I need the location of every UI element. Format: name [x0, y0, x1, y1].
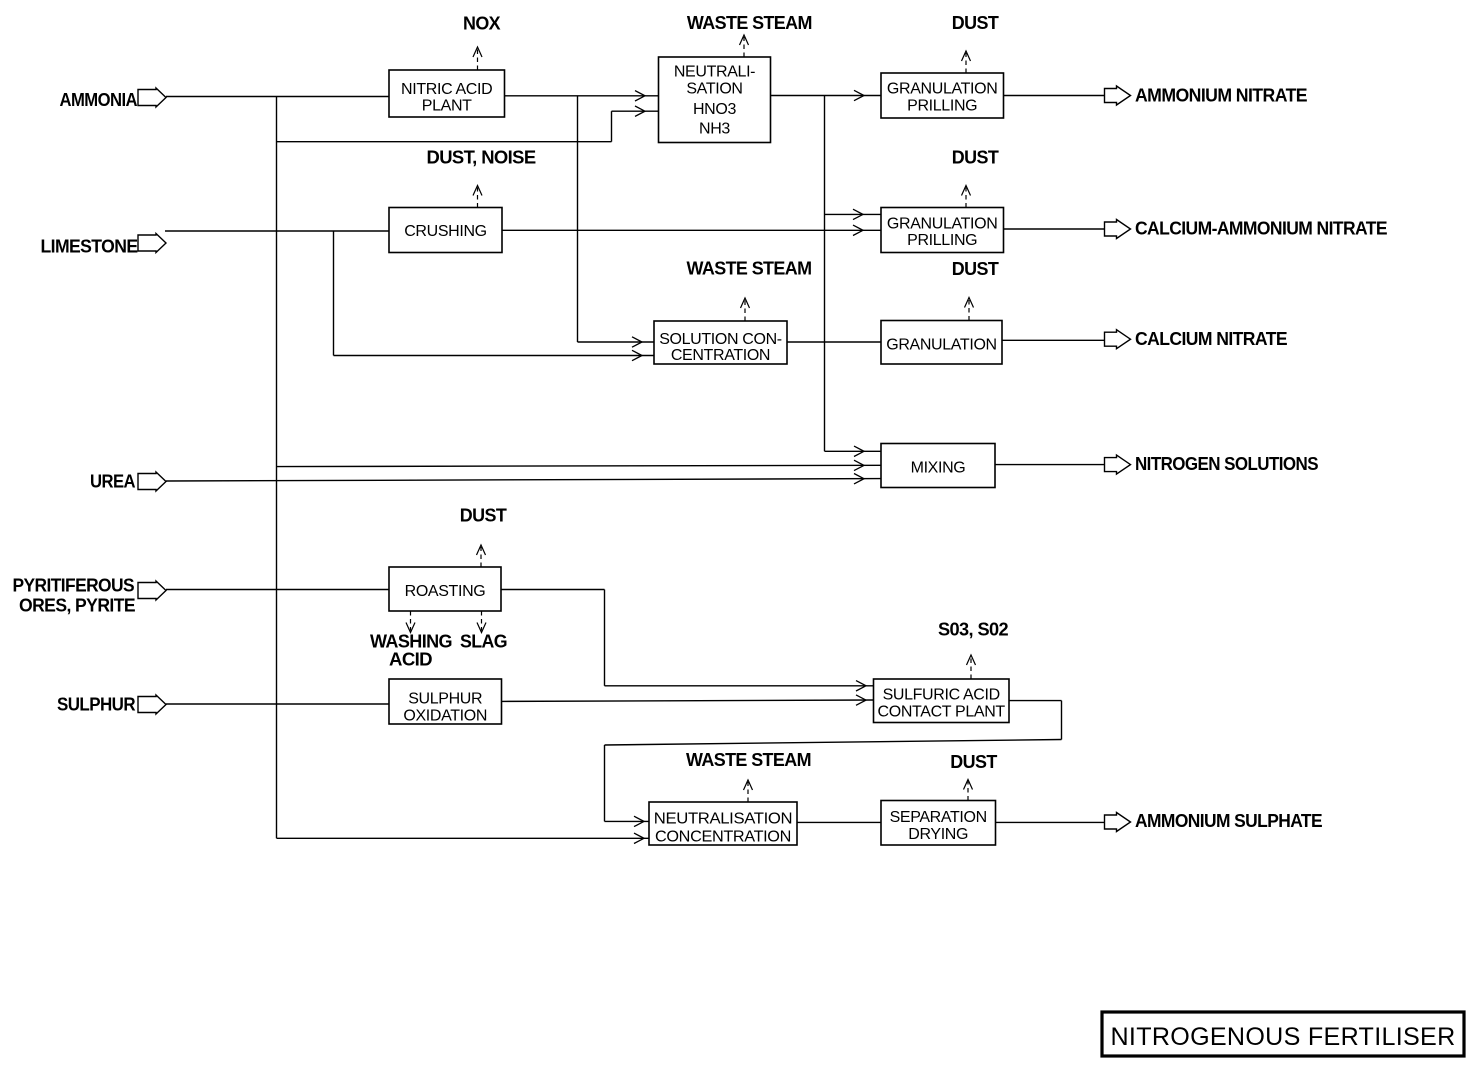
svg-text:DUST: DUST [950, 752, 997, 772]
svg-text:NITROGENOUS FERTILISER: NITROGENOUS FERTILISER [1111, 1023, 1456, 1051]
svg-text:AMMONIA: AMMONIA [60, 90, 138, 110]
svg-text:NITROGEN SOLUTIONS: NITROGEN SOLUTIONS [1135, 454, 1319, 474]
svg-text:GRANULATION: GRANULATION [886, 337, 997, 354]
svg-text:ACID: ACID [389, 650, 433, 670]
svg-text:CONCENTRATION: CONCENTRATION [655, 829, 791, 846]
svg-text:S03, S02: S03, S02 [938, 620, 1009, 640]
svg-text:UREA: UREA [90, 472, 136, 492]
svg-text:ROASTING: ROASTING [405, 583, 486, 600]
svg-text:AMMONIUM SULPHATE: AMMONIUM SULPHATE [1135, 811, 1323, 831]
svg-text:DUST: DUST [952, 259, 999, 279]
svg-text:MIXING: MIXING [911, 460, 966, 477]
svg-text:PRILLING: PRILLING [907, 97, 977, 114]
svg-text:HNO3: HNO3 [693, 101, 737, 118]
svg-text:NITRIC ACID: NITRIC ACID [401, 81, 492, 98]
svg-text:GRANULATION: GRANULATION [887, 80, 998, 97]
svg-text:DRYING: DRYING [908, 826, 968, 843]
svg-text:SATION: SATION [686, 80, 742, 97]
svg-text:SOLUTION CON-: SOLUTION CON- [659, 331, 782, 348]
svg-text:PRILLING: PRILLING [907, 232, 977, 249]
svg-text:WASTE STEAM: WASTE STEAM [687, 13, 812, 33]
svg-text:AMMONIUM NITRATE: AMMONIUM NITRATE [1135, 86, 1308, 106]
svg-text:GRANULATION: GRANULATION [887, 216, 998, 233]
svg-text:NH3: NH3 [699, 120, 730, 137]
svg-text:NEUTRALISATION: NEUTRALISATION [654, 811, 792, 828]
svg-text:CALCIUM-AMMONIUM NITRATE: CALCIUM-AMMONIUM NITRATE [1135, 219, 1388, 239]
svg-text:PYRITIFEROUS: PYRITIFEROUS [13, 576, 135, 596]
svg-text:CENTRATION: CENTRATION [671, 347, 770, 364]
svg-text:OXIDATION: OXIDATION [403, 707, 487, 724]
svg-text:DUST: DUST [460, 506, 507, 526]
svg-text:SEPARATION: SEPARATION [890, 809, 987, 826]
svg-text:CONTACT PLANT: CONTACT PLANT [878, 703, 1006, 720]
svg-text:SULPHUR: SULPHUR [57, 695, 136, 715]
svg-text:WASTE STEAM: WASTE STEAM [687, 259, 812, 279]
svg-text:LIMESTONE: LIMESTONE [41, 237, 139, 257]
svg-text:DUST: DUST [952, 148, 999, 168]
svg-text:PLANT: PLANT [422, 97, 472, 114]
svg-text:SULPHUR: SULPHUR [408, 690, 482, 707]
svg-text:SLAG: SLAG [460, 632, 507, 652]
svg-text:CALCIUM NITRATE: CALCIUM NITRATE [1135, 329, 1288, 349]
svg-text:NEUTRALI-: NEUTRALI- [674, 63, 755, 80]
svg-text:CRUSHING: CRUSHING [404, 223, 487, 240]
svg-text:WASHING: WASHING [370, 632, 452, 652]
svg-text:DUST: DUST [952, 13, 999, 33]
svg-text:DUST, NOISE: DUST, NOISE [427, 148, 537, 168]
svg-text:SULFURIC ACID: SULFURIC ACID [883, 686, 1000, 703]
svg-text:NOX: NOX [463, 14, 501, 34]
svg-text:ORES, PYRITE: ORES, PYRITE [19, 596, 136, 616]
svg-text:WASTE STEAM: WASTE STEAM [686, 750, 811, 770]
